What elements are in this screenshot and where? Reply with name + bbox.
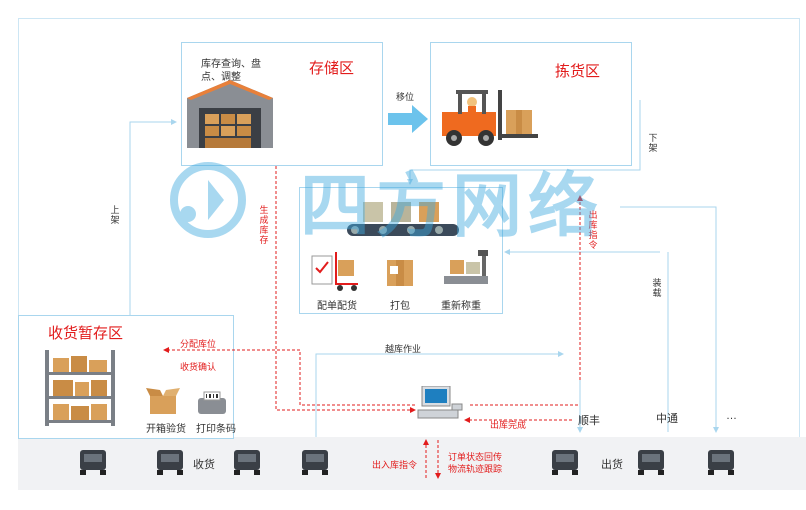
- print-barcode-label: 打印条码: [196, 424, 236, 435]
- status-return-label: 订单状态回传: [448, 452, 503, 462]
- gen-stock-line: [275, 166, 416, 413]
- truck-icon: [80, 450, 106, 475]
- process-match-label: 配单配货: [317, 301, 357, 312]
- truck-icon: [302, 450, 328, 475]
- dock-band: [18, 437, 806, 490]
- receive-label: 收货: [193, 459, 215, 471]
- out-cmd-label: 出库指令: [588, 210, 598, 250]
- process-reweigh-label: 重新称重: [441, 301, 481, 312]
- storage-desc-line2: 点、调整: [201, 72, 241, 83]
- move-arrow: [388, 105, 428, 133]
- warehouse-icon: [187, 80, 273, 148]
- truck-icon: [708, 450, 734, 475]
- barcode-printer-icon: [198, 391, 226, 414]
- in-out-cmd-label: 出入库指令: [372, 460, 418, 470]
- unshelve-label: 下架: [648, 133, 658, 153]
- load-label: 装载: [652, 278, 662, 298]
- watermark-text: 四方网络: [300, 167, 604, 245]
- truck-icon: [234, 450, 260, 475]
- process-pack-label: 打包: [390, 301, 410, 312]
- truck-icon: [157, 450, 183, 475]
- shelve-label: 上架: [110, 205, 120, 225]
- picking-zone: [430, 42, 632, 166]
- open-box-icon: [146, 388, 180, 414]
- courier-zt-label: 中通: [656, 413, 678, 425]
- truck-icon: [638, 450, 664, 475]
- conveyor-icon: [347, 202, 459, 236]
- forklift-icon: [442, 90, 538, 146]
- assign-loc-label: 分配库位: [180, 339, 217, 349]
- picking-title: 拣货区: [555, 63, 601, 80]
- receiving-title: 收货暂存区: [48, 325, 124, 342]
- courier-sf-label: 顺丰: [578, 415, 600, 427]
- gen-stock-label: 生成库存: [259, 205, 269, 245]
- computer-icon: [417, 386, 463, 419]
- move-label: 移位: [396, 92, 415, 102]
- storage-title: 存储区: [309, 60, 355, 77]
- ship-label: 出货: [601, 459, 623, 471]
- truck-icon: [552, 450, 578, 475]
- tracking-label: 物流轨迹跟踪: [448, 464, 503, 474]
- courier-more-label: …: [726, 410, 737, 422]
- checklist-cart-icon: [311, 252, 358, 291]
- cross-dock-label: 越库作业: [385, 344, 422, 354]
- watermark-logo: [170, 162, 246, 238]
- shelve-line: [129, 119, 177, 315]
- cross-dock-line: [315, 351, 564, 437]
- assign-loc-line: [163, 347, 415, 406]
- shelving-icon: [45, 350, 115, 426]
- out-done-label: 出库完成: [490, 420, 527, 430]
- unshelve-line: [407, 100, 641, 185]
- open-check-label: 开箱验货: [146, 424, 186, 435]
- storage-desc-line1: 库存查询、盘: [201, 59, 261, 70]
- receipt-confirm-label: 收货确认: [180, 362, 217, 372]
- package-icon: [387, 260, 413, 286]
- scale-icon: [444, 250, 488, 284]
